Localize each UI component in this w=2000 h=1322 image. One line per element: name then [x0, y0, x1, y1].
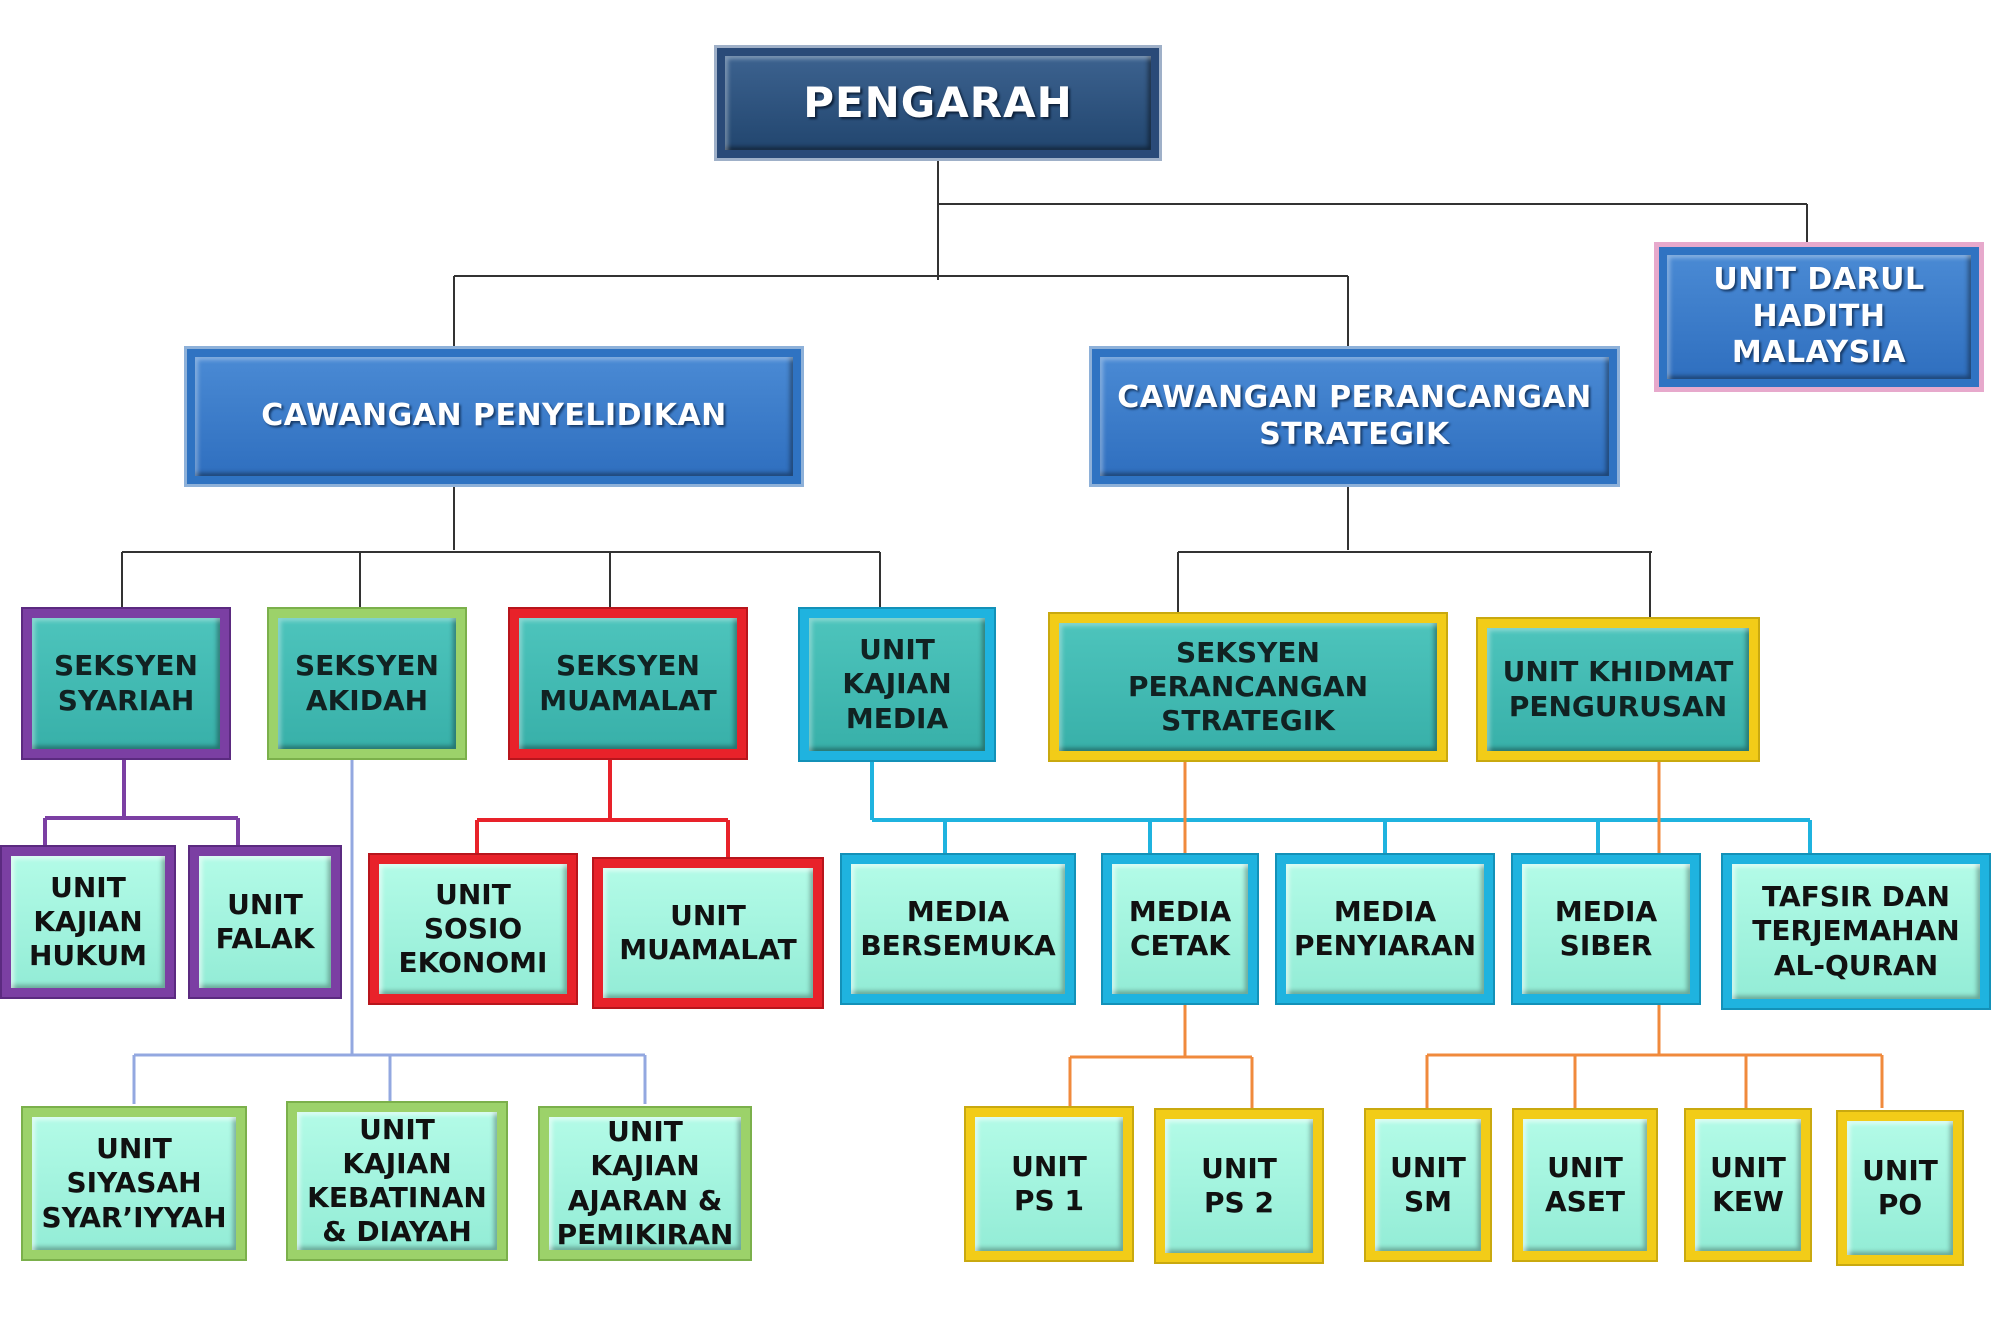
node-unit-falak: UNIT FALAK — [188, 845, 342, 999]
node-unit-khidmat-pengurusan-face: UNIT KHIDMAT PENGURUSAN — [1487, 628, 1749, 751]
node-unit-kew-face: UNIT KEW — [1695, 1119, 1801, 1251]
node-media-penyiaran-label: MEDIA PENYIARAN — [1293, 894, 1477, 962]
node-media-penyiaran-face: MEDIA PENYIARAN — [1286, 864, 1484, 994]
node-media-bersemuka-face: MEDIA BERSEMUKA — [851, 864, 1065, 994]
node-unit-darul-hadith-label: UNIT DARUL HADITH MALAYSIA — [1713, 262, 1925, 371]
node-unit-falak-face: UNIT FALAK — [199, 856, 331, 988]
node-seksyen-perancangan-strategik-face: SEKSYEN PERANCANGAN STRATEGIK — [1059, 623, 1437, 751]
node-cawangan-penyelidikan-label: CAWANGAN PENYELIDIKAN — [261, 398, 727, 434]
node-unit-kew-label: UNIT KEW — [1710, 1150, 1786, 1218]
node-unit-po-label: UNIT PO — [1862, 1153, 1938, 1221]
node-seksyen-muamalat-label: SEKSYEN MUAMALAT — [539, 649, 717, 717]
node-media-cetak-label: MEDIA CETAK — [1128, 894, 1232, 962]
node-unit-sosio-ekonomi-face: UNIT SOSIO EKONOMI — [379, 864, 567, 994]
node-unit-ajaran-face: UNIT KAJIAN AJARAN & PEMIKIRAN — [549, 1115, 741, 1251]
node-unit-ps2-face: UNIT PS 2 — [1165, 1119, 1313, 1253]
node-unit-muamalat: UNIT MUAMALAT — [592, 857, 824, 1009]
node-unit-kajian-hukum: UNIT KAJIAN HUKUM — [0, 845, 176, 999]
node-unit-ps1: UNIT PS 1 — [964, 1106, 1134, 1262]
node-unit-sm-label: UNIT SM — [1390, 1150, 1466, 1218]
node-unit-aset-label: UNIT ASET — [1544, 1150, 1626, 1218]
node-unit-darul-hadith-face: UNIT DARUL HADITH MALAYSIA — [1667, 255, 1971, 379]
node-unit-ajaran-label: UNIT KAJIAN AJARAN & PEMIKIRAN — [556, 1115, 734, 1251]
node-unit-muamalat-label: UNIT MUAMALAT — [619, 898, 797, 966]
node-seksyen-syariah-face: SEKSYEN SYARIAH — [32, 618, 220, 749]
node-unit-kajian-media-face: UNIT KAJIAN MEDIA — [809, 618, 985, 751]
node-media-bersemuka-label: MEDIA BERSEMUKA — [860, 894, 1056, 962]
node-unit-ps2: UNIT PS 2 — [1154, 1108, 1324, 1264]
node-unit-ajaran: UNIT KAJIAN AJARAN & PEMIKIRAN — [538, 1106, 752, 1261]
node-media-bersemuka: MEDIA BERSEMUKA — [840, 853, 1076, 1005]
node-unit-kajian-media-label: UNIT KAJIAN MEDIA — [842, 633, 952, 735]
node-unit-kew: UNIT KEW — [1684, 1108, 1812, 1262]
node-media-siber-label: MEDIA SIBER — [1554, 894, 1658, 962]
node-unit-ps1-face: UNIT PS 1 — [975, 1117, 1123, 1251]
node-pengarah-label: PENGARAH — [803, 78, 1073, 128]
node-unit-khidmat-pengurusan: UNIT KHIDMAT PENGURUSAN — [1476, 617, 1760, 762]
node-seksyen-syariah-label: SEKSYEN SYARIAH — [54, 649, 198, 717]
node-unit-falak-label: UNIT FALAK — [215, 887, 315, 955]
node-unit-siyasah-face: UNIT SIYASAH SYAR’IYYAH — [32, 1117, 236, 1250]
node-seksyen-muamalat: SEKSYEN MUAMALAT — [508, 607, 748, 760]
node-unit-aset: UNIT ASET — [1512, 1108, 1658, 1262]
node-cawangan-perancangan: CAWANGAN PERANCANGAN STRATEGIK — [1089, 346, 1620, 487]
node-media-siber-face: MEDIA SIBER — [1522, 864, 1690, 994]
node-seksyen-akidah-face: SEKSYEN AKIDAH — [278, 618, 456, 749]
node-unit-sosio-ekonomi: UNIT SOSIO EKONOMI — [368, 853, 578, 1005]
node-media-cetak: MEDIA CETAK — [1101, 853, 1259, 1005]
node-cawangan-perancangan-face: CAWANGAN PERANCANGAN STRATEGIK — [1100, 357, 1609, 476]
node-unit-sm: UNIT SM — [1364, 1108, 1492, 1262]
node-media-cetak-face: MEDIA CETAK — [1112, 864, 1248, 994]
node-unit-kebatinan-face: UNIT KAJIAN KEBATINAN & DIAYAH — [297, 1112, 497, 1250]
node-unit-po-face: UNIT PO — [1847, 1121, 1953, 1255]
node-tafsir-terjemahan-face: TAFSIR DAN TERJEMAHAN AL-QURAN — [1732, 864, 1980, 999]
node-cawangan-perancangan-label: CAWANGAN PERANCANGAN STRATEGIK — [1117, 379, 1592, 452]
node-seksyen-akidah-label: SEKSYEN AKIDAH — [295, 649, 439, 717]
node-seksyen-muamalat-face: SEKSYEN MUAMALAT — [519, 618, 737, 749]
node-unit-ps1-label: UNIT PS 1 — [1011, 1149, 1087, 1217]
node-seksyen-akidah: SEKSYEN AKIDAH — [267, 607, 467, 760]
node-unit-po: UNIT PO — [1836, 1110, 1964, 1266]
node-unit-siyasah-label: UNIT SIYASAH SYAR’IYYAH — [41, 1132, 227, 1234]
node-media-siber: MEDIA SIBER — [1511, 853, 1701, 1005]
node-unit-ps2-label: UNIT PS 2 — [1201, 1151, 1277, 1219]
node-unit-siyasah: UNIT SIYASAH SYAR’IYYAH — [21, 1106, 247, 1261]
node-cawangan-penyelidikan-face: CAWANGAN PENYELIDIKAN — [195, 357, 793, 476]
node-pengarah: PENGARAH — [714, 45, 1162, 161]
node-unit-kajian-hukum-face: UNIT KAJIAN HUKUM — [11, 856, 165, 988]
node-unit-kebatinan: UNIT KAJIAN KEBATINAN & DIAYAH — [286, 1101, 508, 1261]
node-media-penyiaran: MEDIA PENYIARAN — [1275, 853, 1495, 1005]
node-tafsir-terjemahan: TAFSIR DAN TERJEMAHAN AL-QURAN — [1721, 853, 1991, 1010]
node-tafsir-terjemahan-label: TAFSIR DAN TERJEMAHAN AL-QURAN — [1752, 880, 1960, 982]
node-unit-sm-face: UNIT SM — [1375, 1119, 1481, 1251]
node-unit-kajian-media: UNIT KAJIAN MEDIA — [798, 607, 996, 762]
node-unit-muamalat-face: UNIT MUAMALAT — [603, 868, 813, 998]
node-unit-darul-hadith: UNIT DARUL HADITH MALAYSIA — [1654, 242, 1984, 392]
node-seksyen-perancangan-strategik-label: SEKSYEN PERANCANGAN STRATEGIK — [1127, 635, 1369, 738]
node-seksyen-syariah: SEKSYEN SYARIAH — [21, 607, 231, 760]
node-seksyen-perancangan-strategik: SEKSYEN PERANCANGAN STRATEGIK — [1048, 612, 1448, 762]
node-unit-khidmat-pengurusan-label: UNIT KHIDMAT PENGURUSAN — [1502, 655, 1734, 723]
node-cawangan-penyelidikan: CAWANGAN PENYELIDIKAN — [184, 346, 804, 487]
node-unit-kebatinan-label: UNIT KAJIAN KEBATINAN & DIAYAH — [307, 1112, 487, 1249]
node-unit-sosio-ekonomi-label: UNIT SOSIO EKONOMI — [398, 877, 548, 980]
node-unit-kajian-hukum-label: UNIT KAJIAN HUKUM — [29, 870, 147, 973]
node-unit-aset-face: UNIT ASET — [1523, 1119, 1647, 1251]
node-pengarah-face: PENGARAH — [725, 56, 1151, 150]
